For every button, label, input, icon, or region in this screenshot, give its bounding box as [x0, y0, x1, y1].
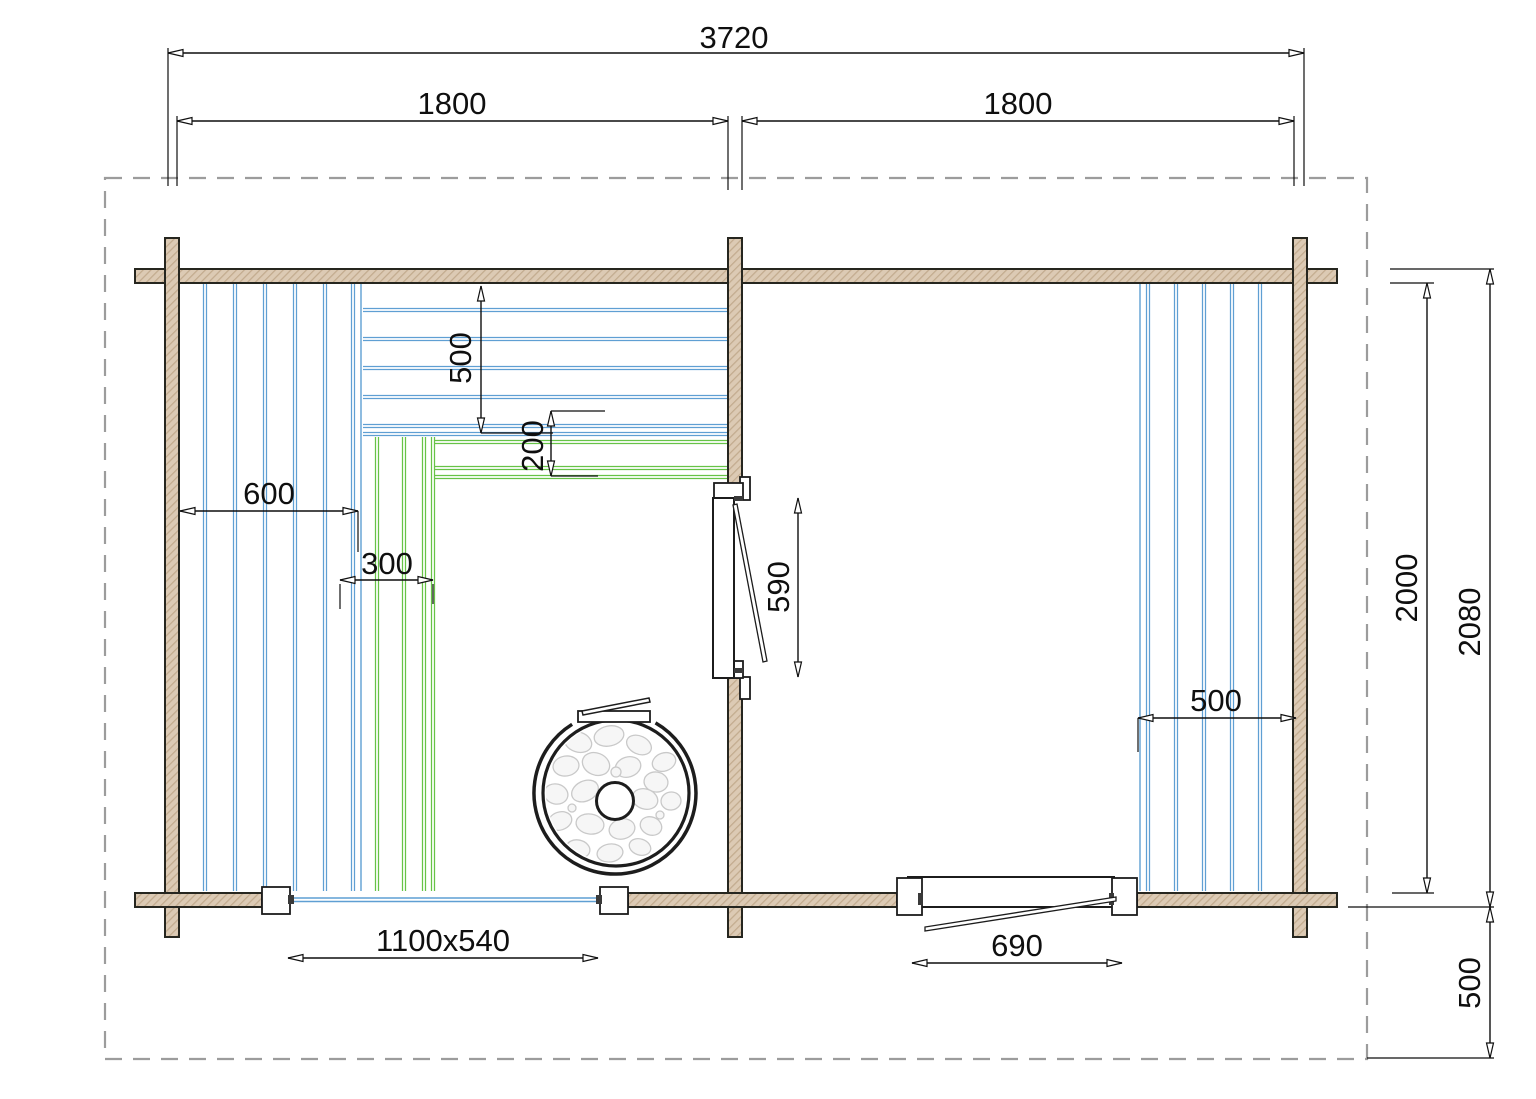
dim-entry-door-width: 690: [991, 928, 1043, 963]
wall-left: [164, 237, 180, 938]
roof-outline-dashed: [103, 176, 1369, 1061]
dim-inner-door-width: 590: [761, 561, 796, 613]
bench-boards: [202, 284, 1263, 891]
entry-door-leaf: [907, 876, 1115, 908]
walls: [134, 237, 1338, 938]
dim-step-width: 300: [361, 546, 413, 581]
entry-door-frame-left: [896, 877, 923, 916]
dim-right-room-width: 1800: [984, 86, 1053, 121]
stove-door-open: [581, 697, 651, 716]
wall-right: [1292, 237, 1308, 938]
window-frame-right: [599, 886, 629, 915]
entry-door-tick: [918, 893, 923, 905]
dim-left-room-width: 1800: [418, 86, 487, 121]
dim-overall-width: 3720: [700, 20, 769, 55]
sauna-door-jamb: [739, 676, 751, 700]
wall-bottom-right: [1136, 892, 1338, 908]
sauna-door-tick: [734, 496, 743, 501]
sauna-door-swing: [732, 503, 768, 663]
dim-upper-bench-depth: 500: [443, 332, 478, 384]
window-frame-tick: [288, 895, 294, 904]
window-frame-tick: [596, 895, 602, 904]
dim-terrace-depth: 500: [1452, 957, 1487, 1009]
sauna-door-tick: [734, 668, 743, 673]
sauna-door: [712, 476, 768, 700]
entry-door: [896, 876, 1138, 932]
dim-right-bench-width: 500: [1190, 683, 1242, 718]
stove-guard-rail: [532, 721, 698, 876]
window: [261, 886, 629, 915]
stove-front-panel: [577, 710, 651, 723]
dim-window-size: 1100x540: [376, 923, 510, 958]
dim-side-bench-width: 600: [243, 476, 295, 511]
dim-interior-depth: 2000: [1389, 554, 1424, 623]
wall-middle-upper: [727, 237, 743, 487]
wall-bottom-left: [134, 892, 263, 908]
window-frame-left: [261, 886, 291, 915]
dim-overall-depth: 2080: [1452, 588, 1487, 657]
extension-lines: [167, 48, 1494, 1059]
sauna-door-leaf: [712, 497, 735, 679]
entry-door-swing: [924, 896, 1117, 932]
dim-bench-step-depth: 200: [515, 420, 550, 472]
wall-bottom-middle: [627, 892, 898, 908]
stove: [532, 697, 698, 876]
stove-stones: [546, 725, 682, 863]
stove-chimney: [595, 781, 635, 821]
dimensions: 3720 1800 1800 500 200 600 300 590 500 1…: [167, 20, 1495, 1059]
